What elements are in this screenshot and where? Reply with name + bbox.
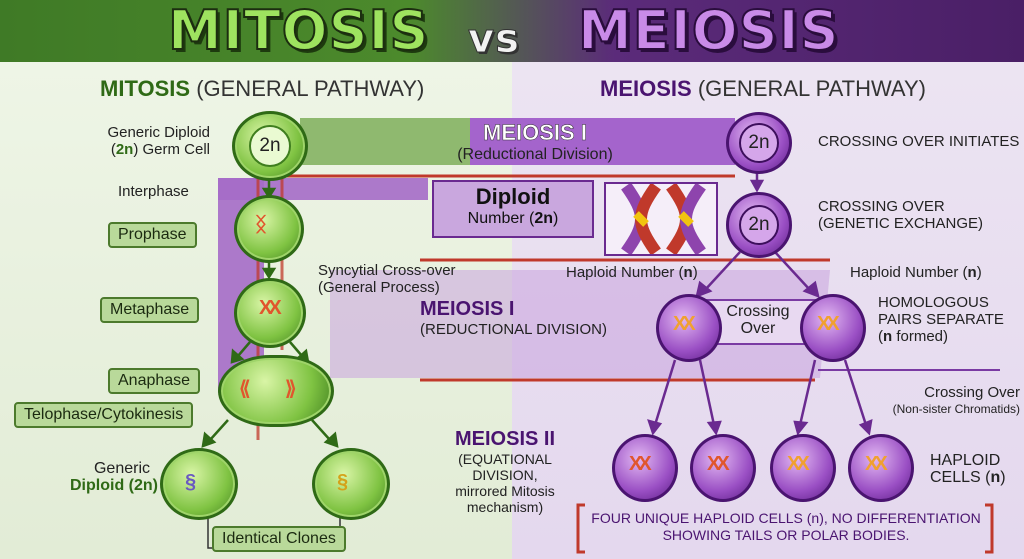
title-meiosis: MEIOSIS (577, 0, 840, 62)
mitosis-purple-top (218, 178, 428, 200)
meiosis1-cell-left: XX (656, 294, 722, 362)
meiosis-header-bold: MEIOSIS (600, 76, 692, 101)
anaphase-chromosome-right: ⟩⟩ (285, 378, 296, 400)
homologous-line2: PAIRS SEPARATE (878, 311, 1004, 328)
meiosis2-sub-line1: (EQUATIONAL DIVISION, (458, 451, 552, 483)
meiosis1-subtitle: (REDUCTIONAL DIVISION) (420, 321, 607, 338)
crossing-chromosome-panel (604, 182, 718, 256)
crossing-nonsister-label: Crossing Over (Non-sister Chromatids) (878, 384, 1020, 418)
metaphase-box: Metaphase (100, 297, 200, 323)
crossing-genetic-label: CROSSING OVER (GENETIC EXCHANGE) (818, 198, 983, 232)
germ-cell-label-line2: (2n) Germ Cell (110, 141, 210, 158)
meiosis-top-cell: 2n (726, 112, 792, 174)
footer-bracket-left (576, 503, 585, 554)
homologous-label: HOMOLOGOUS PAIRS SEPARATE (n formed) (878, 294, 1004, 345)
haploid-cell-2: XX (690, 434, 756, 502)
crossing-nonsister-line2: (Non-sister Chromatids) (892, 402, 1020, 416)
daughter-left-chromosome: § (185, 471, 196, 493)
crossing-nonsister-line1: Crossing Over (924, 384, 1020, 401)
meiosis2-sub-line3: mechanism) (466, 499, 544, 515)
meiosis-header-rest: (GENERAL PATHWAY) (697, 76, 926, 101)
crossing-initiates-label: CROSSING OVER INITIATES (818, 133, 1020, 150)
crossing-genetic-line2: (GENETIC EXCHANGE) (818, 215, 984, 232)
germ-cell-label-line1: Generic Diploid (107, 124, 210, 141)
syncytial-label: Syncytial Cross-over (General Process) (318, 262, 456, 296)
footer-bracket-right (985, 503, 994, 554)
syncytial-line1: Syncytial Cross-over (318, 262, 456, 279)
interphase-label: Interphase (118, 183, 189, 200)
meiosis2-title: MEIOSIS II (454, 428, 556, 450)
haploid-cell-2-chromosome: XX (707, 453, 730, 475)
meiosis-header: MEIOSIS (GENERAL PATHWAY) (600, 76, 926, 102)
metaphase-chromosome: XX (259, 297, 282, 319)
meiosis-cross-cell: 2n (726, 192, 792, 258)
haploid-cells-line1: HAPLOID (930, 452, 1001, 469)
germ-cell-label: Generic Diploid (2n) Germ Cell (92, 124, 210, 158)
germ-cell: 2n (232, 111, 308, 181)
meiosis1-right-chromosome: XX (817, 313, 840, 335)
haploid-cells-label: HAPLOID CELLS (n) (930, 452, 1006, 486)
anaphase-box: Anaphase (108, 368, 201, 394)
diploid-box: Diploid Number (2n) (432, 180, 594, 238)
meiosis1-cell-right: XX (800, 294, 866, 362)
meiosis-arrows (647, 162, 873, 436)
result-label: Generic Diploid (2n) (70, 460, 158, 494)
result-line1: Generic (93, 460, 150, 477)
haploid-cell-1-chromosome: XX (629, 453, 652, 475)
mitosis-header-rest: (GENERAL PATHWAY) (196, 76, 425, 101)
daughter-right-chromosome: § (337, 471, 348, 493)
footer-line1: FOUR UNIQUE HAPLOID CELLS (n), NO DIFFER… (591, 510, 981, 526)
anaphase-chromosome-left: ⟨⟨ (239, 378, 250, 400)
germ-cell-nucleus: 2n (249, 125, 291, 167)
prophase-box: Prophase (108, 222, 197, 248)
anaphase-cell: ⟨⟨ ⟩⟩ (218, 355, 334, 427)
meiosis1-label: MEIOSIS I (REDUCTIONAL DIVISION) (420, 298, 607, 338)
crossing-genetic-line1: CROSSING OVER (818, 198, 945, 215)
haploid-right-label: Haploid Number (n) (850, 264, 982, 281)
meiosis-cross-nucleus: 2n (739, 205, 779, 245)
meiosis-band-title: MEIOSIS I (483, 120, 587, 146)
meiosis1-left-chromosome: XX (673, 313, 696, 335)
meiosis-band-green (300, 118, 470, 165)
syncytial-line2: (General Process) (318, 279, 440, 296)
title-mitosis: MITOSIS (167, 0, 430, 62)
footer-line2: SHOWING TAILS OR POLAR BODIES. (662, 527, 910, 543)
metaphase-cell: XX (234, 278, 306, 348)
haploid-left-label: Haploid Number (n) (566, 264, 698, 281)
mitosis-arrows (201, 177, 339, 448)
title-vs: vs (468, 16, 520, 63)
haploid-cells-line2: CELLS (n) (930, 469, 1006, 486)
diploid-subtitle: Number (2n) (467, 210, 559, 227)
haploid-cell-1: XX (612, 434, 678, 502)
mitosis-header-bold: MITOSIS (100, 76, 191, 101)
crossing-over-line1: Crossing (726, 303, 790, 320)
interphase-cell: ᛝ (234, 195, 304, 263)
haploid-cell-3: XX (770, 434, 836, 502)
meiosis1-title: MEIOSIS I (420, 298, 515, 320)
diploid-title: Diploid (475, 184, 551, 209)
haploid-cell-4: XX (848, 434, 914, 502)
telophase-box: Telophase/Cytokinesis (14, 402, 194, 428)
title-bar: MITOSIS vs MEIOSIS (0, 0, 1024, 63)
meiosis2-sub-line2: mirrored Mitosis (455, 483, 555, 499)
meiosis-band-subtitle: (Reductional Division) (457, 146, 613, 163)
crossing-over-label: Crossing Over (720, 303, 796, 337)
mitosis-header: MITOSIS (GENERAL PATHWAY) (100, 76, 424, 102)
result-line2: Diploid (2n) (70, 477, 158, 494)
crossing-chromosome-graphic (621, 182, 706, 256)
meiosis-band-text: MEIOSIS I (Reductional Division) (440, 120, 630, 164)
crossing-over-line2: Over (740, 320, 776, 337)
haploid-cell-3-chromosome: XX (787, 453, 810, 475)
footer-note: FOUR UNIQUE HAPLOID CELLS (n), NO DIFFER… (588, 510, 984, 544)
homologous-line1: HOMOLOGOUS (878, 294, 989, 311)
meiosis-top-nucleus: 2n (739, 123, 779, 163)
homologous-line3: (n formed) (878, 328, 949, 345)
identical-clones-box: Identical Clones (212, 526, 346, 552)
daughter-cell-right: § (312, 448, 390, 520)
daughter-cell-left: § (160, 448, 238, 520)
meiosis2-label: MEIOSIS II (EQUATIONAL DIVISION, mirrore… (430, 428, 580, 515)
interphase-chromosome: ᛝ (255, 214, 267, 236)
haploid-cell-4-chromosome: XX (865, 453, 888, 475)
